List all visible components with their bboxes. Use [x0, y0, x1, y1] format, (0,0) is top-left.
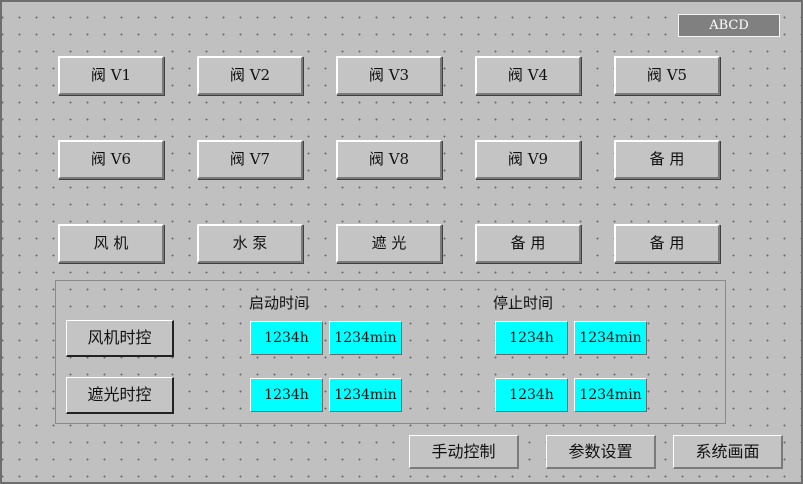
fan-stop-minutes-field[interactable]: 1234min — [574, 321, 647, 355]
spare-button-2[interactable]: 备 用 — [475, 224, 581, 263]
parameter-settings-button[interactable]: 参数设置 — [546, 435, 656, 469]
shading-start-hours-field[interactable]: 1234h — [250, 378, 323, 412]
shading-button[interactable]: 遮 光 — [336, 224, 442, 263]
manual-control-button[interactable]: 手动控制 — [409, 435, 519, 469]
fan-button[interactable]: 风 机 — [58, 224, 164, 263]
valve-v5-button[interactable]: 阀 V5 — [614, 56, 720, 95]
valve-v2-button[interactable]: 阀 V2 — [197, 56, 303, 95]
spare-button-3[interactable]: 备 用 — [614, 224, 720, 263]
valve-v6-button[interactable]: 阀 V6 — [58, 140, 164, 179]
fan-start-hours-field[interactable]: 1234h — [250, 321, 323, 355]
shading-stop-minutes-field[interactable]: 1234min — [574, 378, 647, 412]
timer-panel — [55, 280, 726, 424]
fan-start-minutes-field[interactable]: 1234min — [329, 321, 402, 355]
fan-stop-hours-field[interactable]: 1234h — [495, 321, 568, 355]
stop-time-label: 停止时间 — [493, 294, 554, 312]
valve-v4-button[interactable]: 阀 V4 — [475, 56, 581, 95]
valve-v3-button[interactable]: 阀 V3 — [336, 56, 442, 95]
start-time-label: 启动时间 — [249, 294, 310, 312]
system-screen-button[interactable]: 系统画面 — [673, 435, 783, 469]
valve-v1-button[interactable]: 阀 V1 — [58, 56, 164, 95]
valve-v8-button[interactable]: 阀 V8 — [336, 140, 442, 179]
shading-stop-hours-field[interactable]: 1234h — [495, 378, 568, 412]
shading-start-minutes-field[interactable]: 1234min — [329, 378, 402, 412]
valve-v9-button[interactable]: 阀 V9 — [475, 140, 581, 179]
shading-timer-button[interactable]: 遮光时控 — [66, 377, 174, 414]
screen-title: ABCD — [678, 14, 780, 37]
water-pump-button[interactable]: 水 泵 — [197, 224, 303, 263]
fan-timer-button[interactable]: 风机时控 — [66, 320, 174, 357]
spare-button-1[interactable]: 备 用 — [614, 140, 720, 179]
valve-v7-button[interactable]: 阀 V7 — [197, 140, 303, 179]
